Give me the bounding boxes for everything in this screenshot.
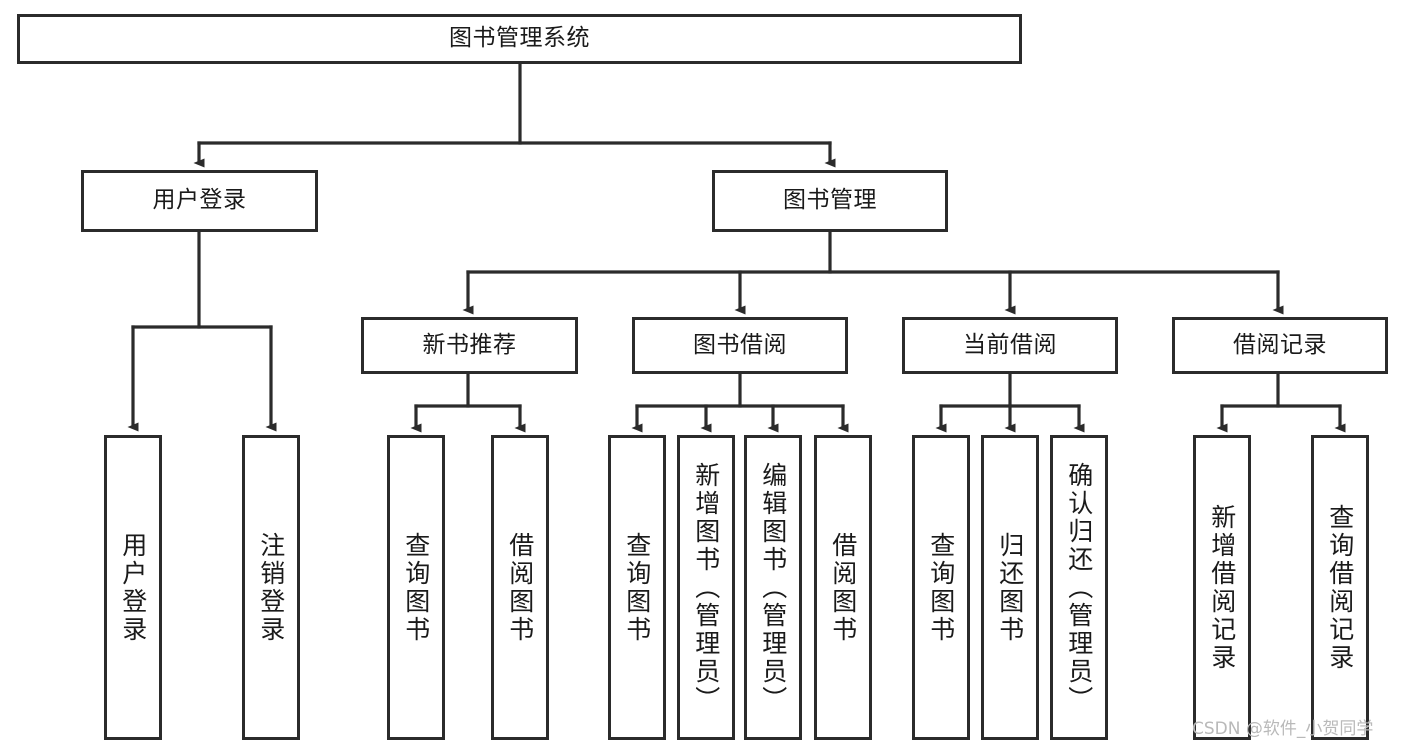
leaf-label: 归还图书 bbox=[995, 531, 1025, 644]
leaf-label: 借阅图书 bbox=[505, 531, 535, 644]
leaf-label: 新增借阅记录 bbox=[1207, 503, 1237, 672]
leaf-query-borrow-record[interactable]: 查询借阅记录 bbox=[1311, 435, 1369, 740]
leaf-edit-book[interactable]: 编辑图书（管理员） bbox=[744, 435, 802, 740]
leaf-return-book[interactable]: 归还图书 bbox=[981, 435, 1039, 740]
node-current-borrow[interactable]: 当前借阅 bbox=[902, 317, 1118, 374]
leaf-label: 用户登录 bbox=[118, 531, 148, 644]
leaf-label: 编辑图书（管理员） bbox=[758, 461, 788, 714]
leaf-label: 确认归还（管理员） bbox=[1064, 461, 1094, 714]
leaf-label: 注销登录 bbox=[256, 531, 286, 644]
node-book-borrow[interactable]: 图书借阅 bbox=[632, 317, 848, 374]
node-new-book-recommend[interactable]: 新书推荐 bbox=[361, 317, 578, 374]
leaf-query-book-recommend[interactable]: 查询图书 bbox=[387, 435, 445, 740]
leaf-label: 查询借阅记录 bbox=[1325, 503, 1355, 672]
leaf-add-book[interactable]: 新增图书（管理员） bbox=[677, 435, 735, 740]
leaf-user-logout[interactable]: 注销登录 bbox=[242, 435, 300, 740]
node-borrow-record[interactable]: 借阅记录 bbox=[1172, 317, 1388, 374]
leaf-query-book-borrow[interactable]: 查询图书 bbox=[608, 435, 666, 740]
node-root-system[interactable]: 图书管理系统 bbox=[17, 14, 1022, 64]
node-book-management[interactable]: 图书管理 bbox=[712, 170, 948, 232]
watermark-credit: CSDN @软件_小贺同学 bbox=[1192, 719, 1374, 739]
leaf-borrow-book-recommend[interactable]: 借阅图书 bbox=[491, 435, 549, 740]
leaf-label: 借阅图书 bbox=[828, 531, 858, 644]
leaf-borrow-book[interactable]: 借阅图书 bbox=[814, 435, 872, 740]
leaf-add-borrow-record[interactable]: 新增借阅记录 bbox=[1193, 435, 1251, 740]
leaf-label: 查询图书 bbox=[622, 531, 652, 644]
leaf-user-login[interactable]: 用户登录 bbox=[104, 435, 162, 740]
leaf-label: 查询图书 bbox=[926, 531, 956, 644]
leaf-label: 新增图书（管理员） bbox=[691, 461, 721, 714]
leaf-confirm-return[interactable]: 确认归还（管理员） bbox=[1050, 435, 1108, 740]
leaf-query-book-current[interactable]: 查询图书 bbox=[912, 435, 970, 740]
node-user-login[interactable]: 用户登录 bbox=[81, 170, 318, 232]
leaf-label: 查询图书 bbox=[401, 531, 431, 644]
